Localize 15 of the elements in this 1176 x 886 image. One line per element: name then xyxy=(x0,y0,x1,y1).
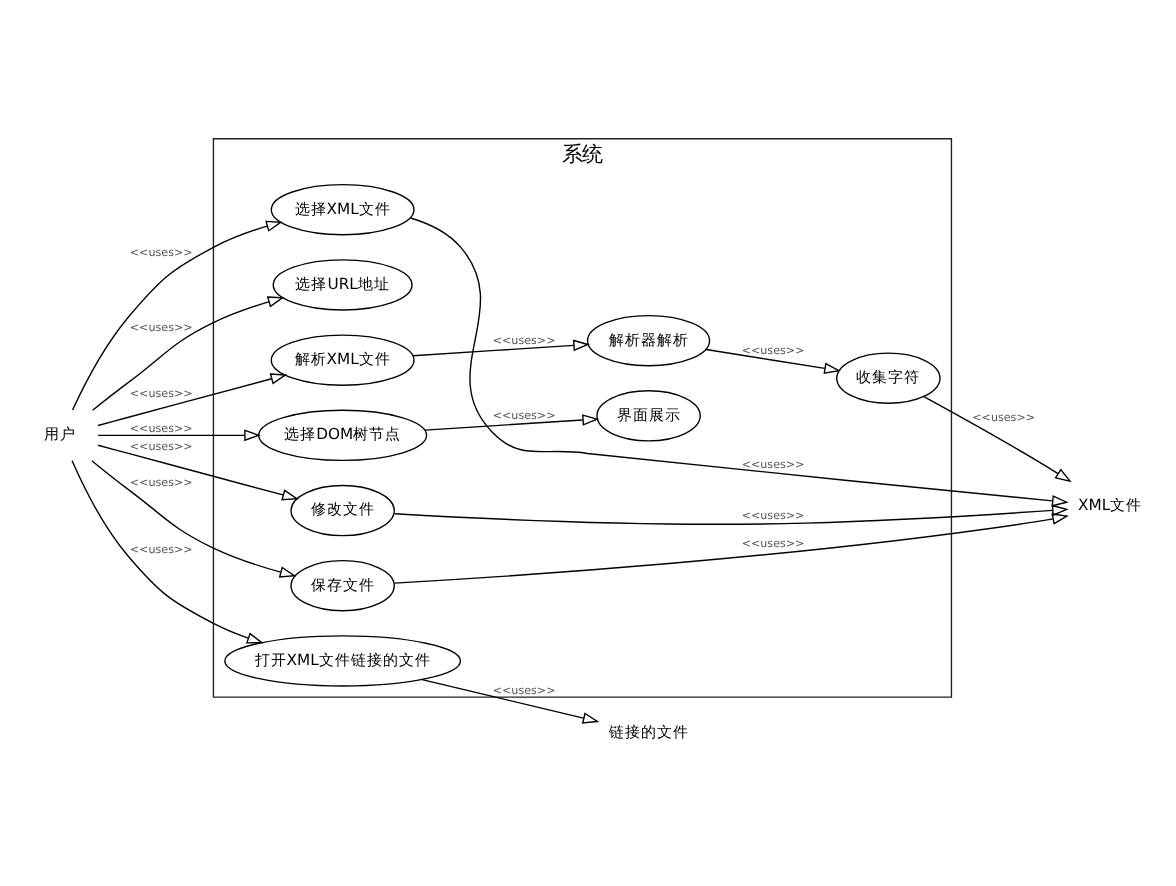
arrow xyxy=(705,348,841,375)
arrow xyxy=(409,217,1069,507)
arrow xyxy=(91,460,297,578)
arrow xyxy=(91,296,285,411)
arrow xyxy=(393,513,1069,584)
arrow xyxy=(424,414,600,431)
arrow xyxy=(97,373,288,427)
arrow xyxy=(97,444,299,501)
arrow xyxy=(71,220,283,411)
arrow xyxy=(421,678,600,724)
arrow xyxy=(393,504,1069,525)
arrow xyxy=(923,395,1072,483)
arrow xyxy=(97,429,261,442)
arrow xyxy=(412,339,590,357)
arrow xyxy=(71,460,264,644)
